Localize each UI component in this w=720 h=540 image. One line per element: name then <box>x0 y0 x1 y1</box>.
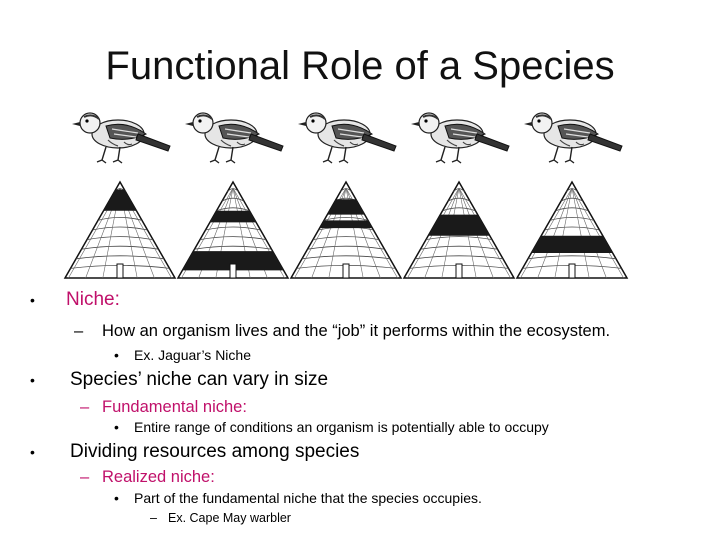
bullet-cape-may-example-text: Ex. Cape May warbler <box>168 511 291 525</box>
feeding-zone <box>182 251 284 271</box>
feeding-zone <box>103 189 137 211</box>
warbler-1 <box>63 112 177 279</box>
spruce-tree-icon <box>289 180 403 279</box>
feeding-zone <box>428 214 490 236</box>
bullet-jaguar-example-text: Ex. Jaguar’s Niche <box>134 347 251 363</box>
bullet-niche-text: Niche: <box>66 289 120 310</box>
dash-marker: – <box>80 468 90 486</box>
bullet-cape-may-example: –Ex. Cape May warbler <box>150 510 291 526</box>
bullet-fundamental-niche-definition-text: Entire range of conditions an organism i… <box>134 419 549 435</box>
feeding-zone <box>327 199 365 215</box>
feeding-zone <box>209 210 257 223</box>
bullet-realized-niche-definition-text: Part of the fundamental niche that the s… <box>134 490 482 506</box>
warbler-3 <box>289 112 403 279</box>
bullet-niche-definition: –How an organism lives and the “job” it … <box>74 320 610 342</box>
warbler-bird-icon <box>72 112 171 164</box>
spruce-tree-icon <box>63 180 177 279</box>
spruce-tree-icon <box>176 180 290 279</box>
warbler-niche-figure <box>58 100 668 282</box>
warbler-niche-illustration <box>63 112 629 279</box>
bullet-realized-niche: –Realized niche: <box>80 466 215 488</box>
dash-marker: – <box>80 398 90 416</box>
bullet-fundamental-niche-text: Fundamental niche: <box>102 398 247 416</box>
spruce-tree-icon <box>402 180 516 279</box>
warbler-4 <box>402 112 516 279</box>
warbler-bird-icon <box>185 112 284 164</box>
bullet-niche-size: • Species’ niche can vary in size <box>30 368 328 392</box>
bullet-marker: • <box>114 419 119 435</box>
bullet-niche-size-text: Species’ niche can vary in size <box>70 369 329 390</box>
bullet-marker: • <box>114 347 119 363</box>
slide-title: Functional Role of a Species <box>105 44 615 88</box>
bullet-niche-definition-text: How an organism lives and the “job” it p… <box>102 322 611 340</box>
bullet-realized-niche-text: Realized niche: <box>102 468 215 486</box>
bullet-realized-niche-definition: • Part of the fundamental niche that the … <box>114 489 482 507</box>
warbler-bird-icon <box>411 112 510 164</box>
bullet-fundamental-niche: –Fundamental niche: <box>80 396 247 418</box>
bullet-marker: • <box>30 444 35 460</box>
warbler-5 <box>515 112 629 279</box>
warbler-2 <box>176 112 290 279</box>
dash-marker: – <box>150 511 157 525</box>
bullet-fundamental-niche-definition: • Entire range of conditions an organism … <box>114 418 549 436</box>
feeding-zone <box>319 220 373 229</box>
warbler-bird-icon <box>298 112 397 164</box>
bullet-niche: • Niche: <box>30 288 120 312</box>
bullet-jaguar-example: • Ex. Jaguar’s Niche <box>114 346 251 364</box>
feeding-zone <box>531 235 613 254</box>
bullet-marker: • <box>114 490 119 506</box>
bullet-marker: • <box>30 372 35 388</box>
bullet-dividing-resources: • Dividing resources among species <box>30 440 359 464</box>
dash-marker: – <box>74 322 84 340</box>
bullet-dividing-resources-text: Dividing resources among species <box>70 441 360 462</box>
warbler-bird-icon <box>524 112 623 164</box>
bullet-marker: • <box>30 292 35 308</box>
spruce-tree-icon <box>515 180 629 279</box>
